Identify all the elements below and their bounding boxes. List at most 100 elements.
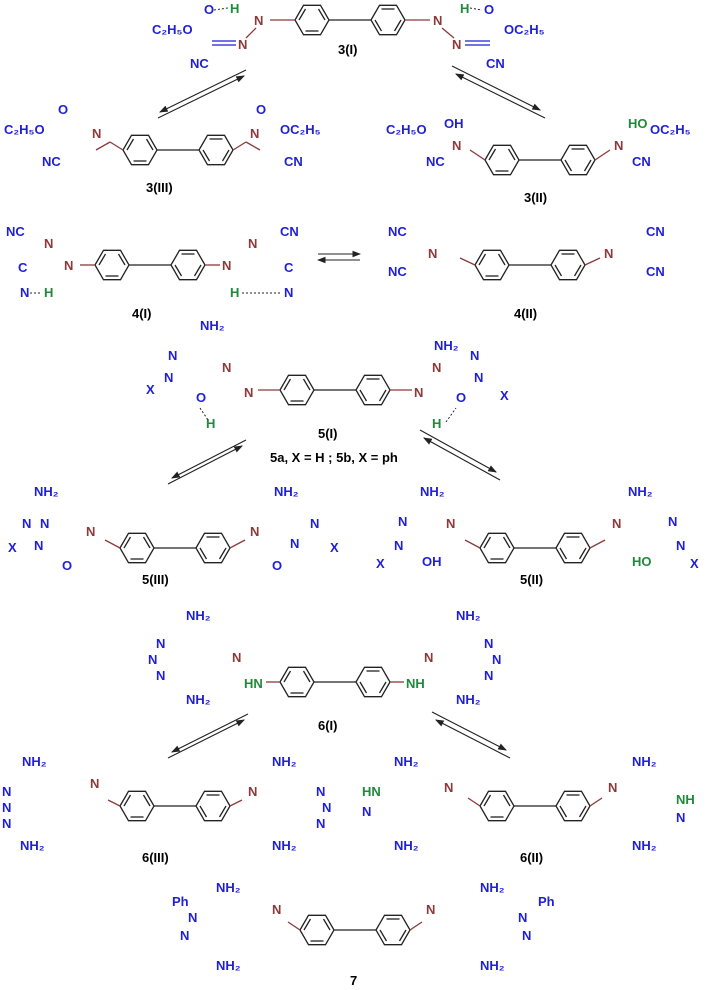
h-atom: H (206, 416, 215, 431)
amino-group: NH₂ (480, 958, 505, 973)
n-atom: N (92, 126, 101, 141)
n-atom: N (474, 370, 483, 385)
n-atom: N (250, 126, 259, 141)
n-atom: N (64, 258, 73, 273)
n-atom: N (426, 902, 435, 917)
hydroxyl-group: OH (444, 116, 464, 131)
phenyl-group: Ph (538, 894, 555, 909)
substituent-note: 5a, X = H ; 5b, X = ph (270, 450, 398, 465)
c-atom: C (284, 260, 294, 275)
structure-3-i: N N H H N N O O C₂H₅O OC₂H₅ NC CN 3(I) (152, 1, 545, 71)
compound-label: 6(II) (520, 850, 543, 865)
x-substituent: X (690, 556, 699, 571)
h-atom: H (44, 285, 53, 300)
n-atom: N (414, 385, 423, 400)
compound-label: 5(I) (318, 426, 338, 441)
ethoxy-group: OC₂H₅ (504, 22, 545, 37)
n-atom: N (250, 524, 259, 539)
n-atom: N (470, 348, 479, 363)
nitrile-group: NC (6, 224, 25, 239)
c-atom: C (18, 260, 28, 275)
amino-group: NH₂ (628, 484, 653, 499)
n-atom: N (428, 246, 437, 261)
n-atom: N (188, 910, 197, 925)
nitrile-group: CN (646, 224, 665, 239)
n-atom: N (34, 538, 43, 553)
amino-group: NH₂ (632, 838, 657, 853)
nitrile-group: CN (632, 154, 651, 169)
n-atom: N (492, 652, 501, 667)
n-atom: N (612, 516, 621, 531)
nh-group: NH (676, 792, 695, 807)
n-atom: N (676, 538, 685, 553)
n-atom: N (668, 514, 677, 529)
amino-group: NH₂ (20, 838, 45, 853)
x-substituent: X (500, 388, 509, 403)
structure-3-ii: N N OH HO C₂H₅O OC₂H₅ NC CN 3(II) (386, 116, 691, 205)
n-atom: N (168, 348, 177, 363)
amino-group: NH₂ (456, 692, 481, 707)
ethoxy-group: C₂H₅O (4, 122, 45, 137)
nitrile-group: CN (646, 264, 665, 279)
h-atom: H (230, 285, 239, 300)
structure-6-iii: N N NH₂ NH₂ NH₂ NH₂ N N N N N N 6(III) (2, 754, 331, 865)
ethoxy-group: OC₂H₅ (280, 122, 321, 137)
equilibrium-arrows-5 (167, 429, 501, 485)
n-atom: N (316, 816, 325, 831)
nitrile-group: NC (42, 154, 61, 169)
compound-label: 5(III) (142, 572, 169, 587)
amino-group: NH₂ (394, 838, 419, 853)
x-substituent: X (330, 540, 339, 555)
h-atom: H (230, 1, 239, 16)
nitrile-group: CN (486, 56, 505, 71)
compound-label: 3(III) (146, 180, 173, 195)
x-substituent: X (8, 540, 17, 555)
equilibrium-arrows-6 (167, 711, 511, 759)
n-atom: N (238, 37, 247, 52)
amino-group: NH₂ (200, 318, 225, 333)
structure-4-i: N N NC N C N H N CN C N H 4(I) (6, 224, 299, 321)
nitrile-group: NC (388, 224, 407, 239)
hydroxyl-group: HO (628, 116, 648, 131)
ethoxy-group: C₂H₅O (386, 122, 427, 137)
o-atom: O (484, 2, 494, 17)
n-atom: N (322, 800, 331, 815)
n-atom: N (156, 668, 165, 683)
n-atom: N (232, 650, 241, 665)
h-atom: H (460, 1, 469, 16)
amino-group: NH₂ (420, 484, 445, 499)
n-atom: N (20, 285, 29, 300)
n-atom: N (180, 928, 189, 943)
n-atom: N (86, 524, 95, 539)
h-atom: H (432, 416, 441, 431)
n-atom: N (444, 780, 453, 795)
structure-5-iii: N N NH₂ NH₂ N N N N X X N O O 5(III) (8, 484, 339, 587)
n-atom: N (90, 776, 99, 791)
n-atom: N (522, 928, 531, 943)
n-atom: N (2, 784, 11, 799)
n-atom: N (290, 536, 299, 551)
o-atom: O (272, 558, 282, 573)
n-atom: N (40, 516, 49, 531)
n-atom: N (432, 360, 441, 375)
n-atom: N (424, 650, 433, 665)
o-atom: O (62, 558, 72, 573)
compound-label: 5(II) (520, 572, 543, 587)
nitrile-group: CN (284, 154, 303, 169)
compound-label: 4(I) (132, 306, 152, 321)
structure-4-ii: N N NC NC CN CN 4(II) (388, 224, 665, 321)
o-atom: O (256, 102, 266, 117)
structure-7: N N NH₂ NH₂ NH₂ NH₂ Ph Ph N N N N 7 (172, 880, 555, 988)
n-atom: N (433, 13, 442, 28)
amino-group: NH₂ (480, 880, 505, 895)
n-atom: N (316, 784, 325, 799)
n-atom: N (484, 668, 493, 683)
nh-group: HN (244, 676, 263, 691)
amino-group: NH₂ (216, 958, 241, 973)
nitrile-group: NC (388, 264, 407, 279)
n-atom: N (148, 652, 157, 667)
n-atom: N (484, 636, 493, 651)
structure-6-ii: N N NH₂ NH₂ NH₂ NH₂ HN NH N N 6(II) (362, 754, 695, 865)
n-atom: N (310, 516, 319, 531)
n-atom: N (604, 246, 613, 261)
